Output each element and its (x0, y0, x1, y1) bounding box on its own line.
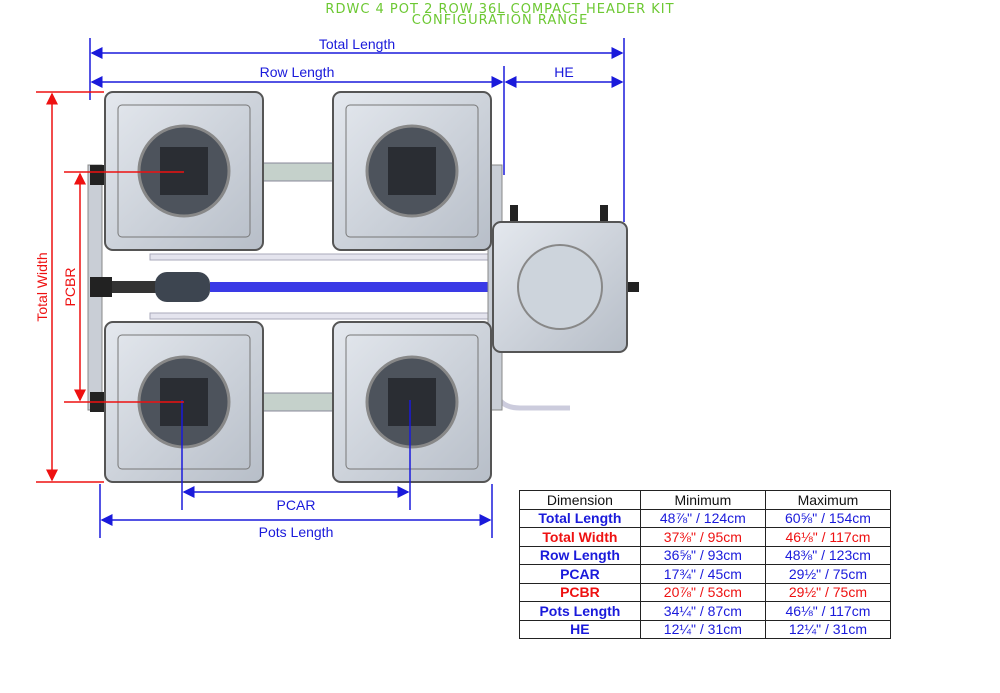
pot-top-left (104, 91, 264, 251)
title-line-2: CONFIGURATION RANGE (411, 13, 589, 28)
minimum-cell: 17¾" / 45cm (639, 564, 766, 584)
pump (155, 272, 210, 302)
maximum-cell: 29½" / 75cm (764, 582, 892, 602)
row-length-label: Row Length (260, 64, 335, 80)
pipe-fitting (90, 165, 104, 185)
drain-tube (494, 393, 570, 411)
maximum-cell: 46⅛" / 117cm (764, 527, 892, 547)
table-header-row: Dimension Minimum Maximum (519, 490, 892, 510)
minimum-cell: 48⅞" / 124cm (639, 508, 766, 528)
he-label: HE (554, 64, 573, 80)
maximum-cell: 48⅜" / 123cm (764, 545, 892, 565)
dimension-cell: Pots Length (519, 601, 641, 621)
pump-hose (112, 281, 157, 293)
header-dimension: Dimension (519, 490, 641, 510)
dimension-cell: Total Width (519, 527, 641, 547)
dimension-cell: PCBR (519, 582, 641, 602)
pot-top-right (332, 91, 492, 251)
minimum-cell: 37⅜" / 95cm (639, 527, 766, 547)
maximum-cell: 60⅝" / 154cm (764, 508, 892, 528)
pot-bottom-right (332, 321, 492, 483)
thin-tube (149, 253, 496, 261)
pcbr-label: PCBR (62, 268, 78, 307)
pump-outlet (90, 277, 112, 297)
maximum-cell: 46⅛" / 117cm (764, 601, 892, 621)
blue-feed-pipe (210, 282, 495, 292)
minimum-cell: 12¼" / 31cm (639, 619, 766, 639)
dimension-cell: HE (519, 619, 641, 639)
dimension-cell: PCAR (519, 564, 641, 584)
total-width-label: Total Width (34, 252, 50, 321)
thin-tube (149, 312, 496, 320)
total-length-label: Total Length (319, 36, 395, 52)
maximum-cell: 12¼" / 31cm (764, 619, 892, 639)
pcar-label: PCAR (277, 497, 316, 513)
dimension-cell: Row Length (519, 545, 641, 565)
header-tank (492, 205, 639, 353)
minimum-cell: 36⅝" / 93cm (639, 545, 766, 565)
minimum-cell: 34¼" / 87cm (639, 601, 766, 621)
title-line-1: RDWC 4 POT 2 ROW 36L COMPACT HEADER KIT (325, 2, 675, 17)
minimum-cell: 20⅞" / 53cm (639, 582, 766, 602)
pots-length-label: Pots Length (259, 524, 334, 540)
connector-pipe-top (259, 162, 337, 182)
dimension-cell: Total Length (519, 508, 641, 528)
header-maximum: Maximum (764, 490, 892, 510)
maximum-cell: 29½" / 75cm (764, 564, 892, 584)
connector-pipe-bottom (259, 392, 337, 412)
header-minimum: Minimum (639, 490, 766, 510)
